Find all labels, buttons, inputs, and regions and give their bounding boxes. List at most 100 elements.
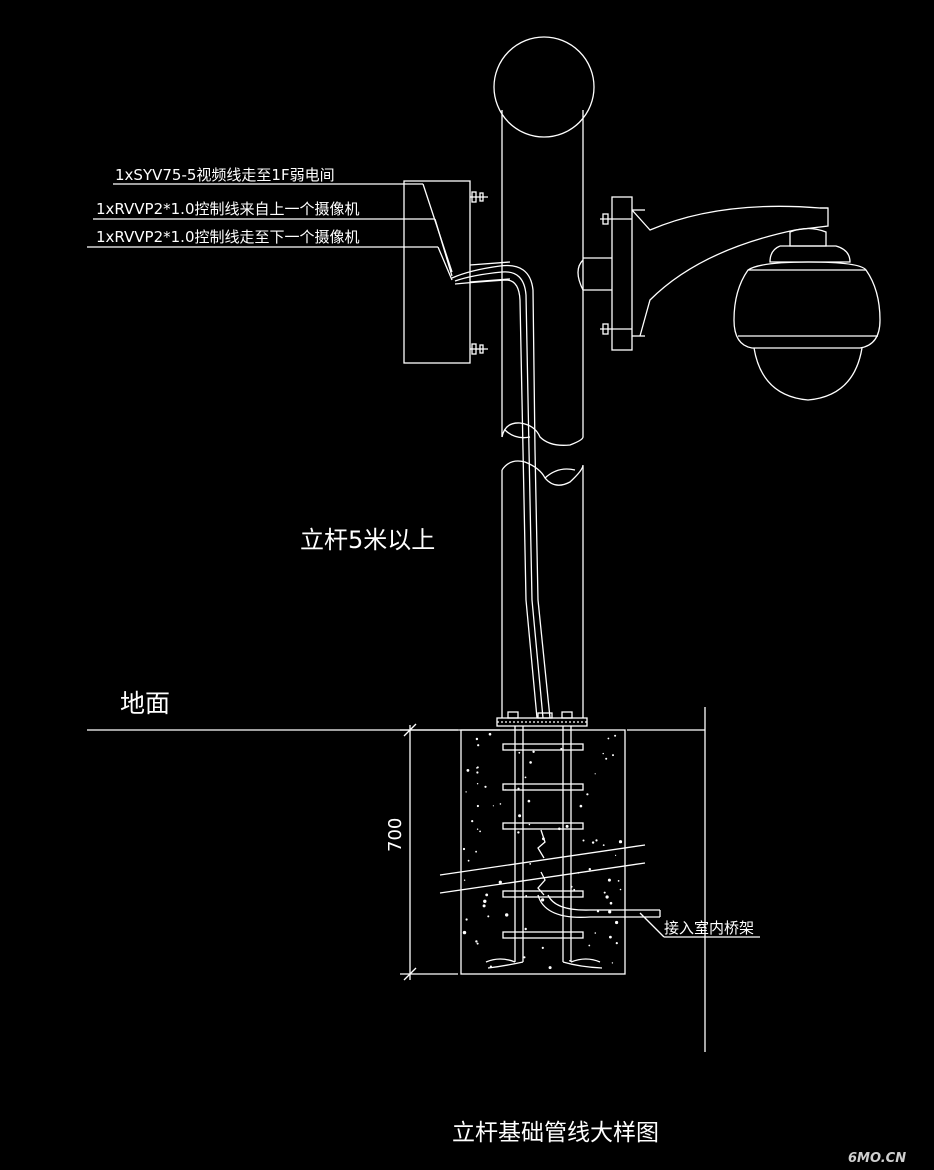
aggregate-speck <box>565 824 569 828</box>
aggregate-speck <box>612 754 614 757</box>
aggregate-speck <box>617 880 620 882</box>
aggregate-speck <box>467 859 470 862</box>
label-pole-height: 立杆5米以上 <box>300 526 435 554</box>
aggregate-speck <box>615 854 617 857</box>
aggregate-speck <box>529 761 532 764</box>
aggregate-speck <box>488 732 492 736</box>
aggregate-speck <box>523 956 526 959</box>
aggregate-speck <box>579 804 583 808</box>
aggregate-speck <box>594 932 597 934</box>
label-ground: 地面 <box>120 689 170 718</box>
aggregate-speck <box>476 783 479 785</box>
aggregate-speck <box>573 888 576 891</box>
label-leaders <box>87 183 453 281</box>
aggregate-speck <box>577 871 580 874</box>
dome-camera <box>733 227 881 401</box>
label-cable-tray: 接入室内桥架 <box>664 919 754 937</box>
aggregate-speck <box>586 793 589 796</box>
aggregate-speck <box>619 888 622 891</box>
aggregate-speck <box>558 827 561 831</box>
aggregate-speck <box>541 898 545 902</box>
pole-ball-cap <box>493 36 595 138</box>
aggregate-speck <box>463 879 466 881</box>
label-control-cable-from: 1xRVVP2*1.0控制线来自上一个摄像机 <box>96 200 360 218</box>
aggregate-speck <box>588 944 591 947</box>
aggregate-speck <box>609 935 612 939</box>
aggregate-speck <box>476 828 479 830</box>
aggregate-speck <box>525 895 528 897</box>
aggregate-speck <box>485 893 489 897</box>
aggregate-speck <box>615 942 618 945</box>
concrete-foundation <box>439 726 661 975</box>
label-video-cable: 1xSYV75-5视频线走至1F弱电间 <box>115 166 335 184</box>
aggregate-speck <box>527 799 531 803</box>
aggregate-speck <box>560 747 563 750</box>
aggregate-speck <box>517 787 520 790</box>
aggregate-speck <box>475 737 479 741</box>
aggregate-speck <box>607 878 611 882</box>
aggregate-speck <box>602 844 605 846</box>
aggregate-speck <box>475 850 477 853</box>
aggregate-speck <box>609 901 613 905</box>
aggregate-speck <box>614 734 617 737</box>
aggregate-speck <box>588 868 591 871</box>
cable-bundle <box>451 264 551 719</box>
aggregate-speck <box>475 940 478 943</box>
aggregate-speck <box>582 839 585 842</box>
aggregate-speck <box>483 899 487 903</box>
aggregate-speck <box>529 863 532 865</box>
pole-top-section <box>493 36 595 446</box>
drawing-title: 立杆基础管线大样图 <box>452 1120 659 1146</box>
aggregate-speck <box>476 804 479 808</box>
aggregate-speck <box>532 750 535 753</box>
aggregate-speck <box>466 769 470 772</box>
aggregate-speck <box>548 966 552 970</box>
aggregate-speck <box>605 757 608 760</box>
aggregate-speck <box>603 891 606 894</box>
aggregate-speck <box>607 737 610 740</box>
label-depth: 700 <box>385 818 406 852</box>
aggregate-speck <box>518 814 522 818</box>
aggregate-speck <box>528 823 531 826</box>
base-plate <box>496 711 588 727</box>
aggregate-speck <box>608 910 612 914</box>
aggregate-speck <box>477 744 480 747</box>
aggregate-speck <box>471 820 474 823</box>
tray-leader <box>639 912 760 938</box>
aggregate-speck <box>594 773 596 775</box>
aggregate-speck <box>505 789 507 791</box>
aggregate-speck <box>487 915 490 918</box>
junction-box <box>403 180 511 364</box>
aggregate-speck <box>602 752 604 755</box>
aggregate-speck <box>611 962 614 964</box>
aggregate-speck <box>498 880 502 884</box>
aggregate-speck <box>476 771 479 774</box>
aggregate-speck <box>492 805 494 807</box>
label-control-cable-to: 1xRVVP2*1.0控制线走至下一个摄像机 <box>96 228 360 246</box>
aggregate-speck <box>484 785 487 788</box>
depth-dimension <box>400 723 458 981</box>
aggregate-speck <box>489 965 492 968</box>
aggregate-speck <box>476 767 478 769</box>
aggregate-speck <box>605 895 609 899</box>
aggregate-speck <box>482 904 486 908</box>
aggregate-speck <box>465 918 468 921</box>
aggregate-speck <box>517 831 520 834</box>
aggregate-speck <box>462 930 467 935</box>
aggregate-speck <box>618 840 623 844</box>
aggregate-speck <box>570 885 573 888</box>
aggregate-speck <box>569 960 571 962</box>
camera-bracket <box>577 196 829 351</box>
aggregate-speck <box>465 791 467 793</box>
aggregate-speck <box>518 751 521 754</box>
aggregate-speck <box>542 837 545 841</box>
aggregate-speck <box>596 910 600 913</box>
aggregate-speck <box>524 776 527 779</box>
aggregate-speck <box>524 927 527 931</box>
aggregate-speck <box>476 942 479 945</box>
aggregate-speck <box>615 920 619 925</box>
concrete-aggregate <box>462 732 623 970</box>
pole-lower-section <box>501 460 584 718</box>
aggregate-speck <box>541 946 544 950</box>
